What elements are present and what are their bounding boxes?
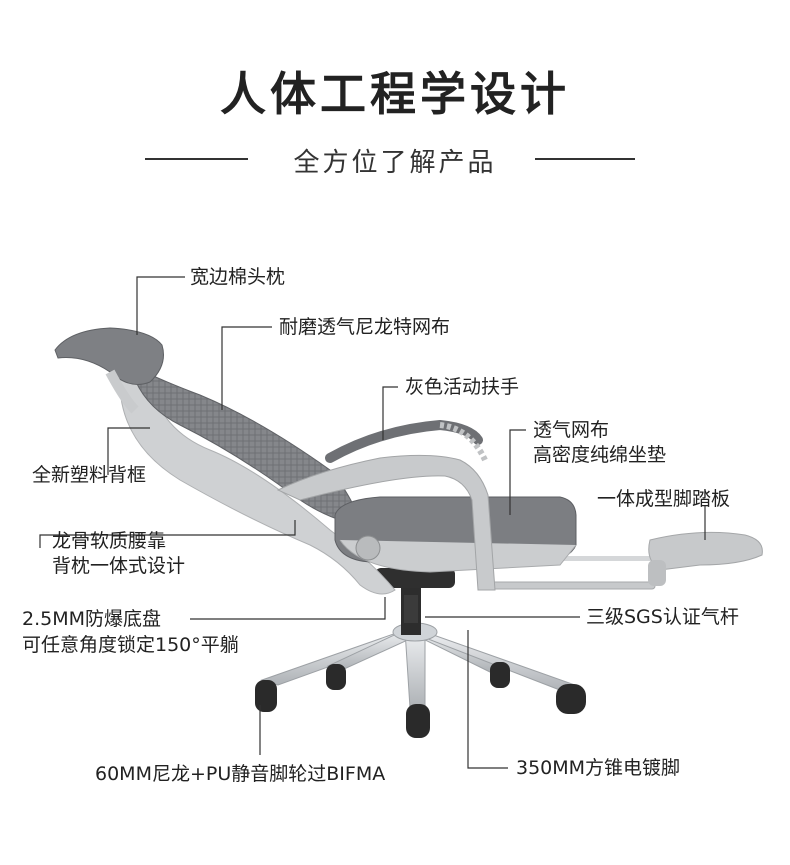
- seat-leader: [509, 429, 526, 515]
- callout-gaslift: 三级SGS认证气杆: [586, 606, 739, 628]
- mesh-leader: [221, 326, 272, 410]
- callout-headrest: 宽边棉头枕: [190, 266, 286, 288]
- lumbar-leader: [39, 520, 296, 548]
- chassis-leader: [190, 597, 386, 620]
- callout-seat-line1: 透气网布: [533, 419, 610, 441]
- back-frame: [119, 369, 396, 595]
- title-rule-left: [145, 158, 248, 160]
- tilt-mechanism: [375, 568, 455, 588]
- armrest-leader: [382, 386, 398, 440]
- callout-seat-line2: 高密度纯绵坐垫: [533, 444, 667, 466]
- headrest: [54, 327, 164, 385]
- callout-chassis-line2: 可任意角度锁定150°平躺: [22, 634, 239, 656]
- callout-base: 350MM方锥电镀脚: [516, 757, 681, 779]
- base-leader: [467, 630, 508, 769]
- headrest-leader: [136, 276, 185, 335]
- callout-mesh: 耐磨透气尼龙特网布: [279, 316, 451, 338]
- callout-armrest: 灰色活动扶手: [405, 376, 520, 398]
- callout-lumbar-line1: 龙骨软质腰靠: [52, 530, 167, 552]
- callout-footrest: 一体成型脚踏板: [597, 488, 731, 510]
- casters: [255, 662, 586, 738]
- backframe-leader: [107, 427, 150, 475]
- title-rule-right: [535, 158, 635, 160]
- callout-casters: 60MM尼龙+PU静音脚轮过BIFMA: [95, 763, 386, 785]
- callout-lumbar-line2: 背枕一体式设计: [52, 555, 186, 577]
- page-title: 人体工程学设计: [220, 67, 570, 121]
- callout-backframe: 全新塑料背框: [32, 464, 147, 486]
- page-subtitle: 全方位了解产品: [293, 148, 497, 178]
- callout-chassis-line1: 2.5MM防爆底盘: [22, 608, 162, 630]
- armrest: [276, 454, 496, 591]
